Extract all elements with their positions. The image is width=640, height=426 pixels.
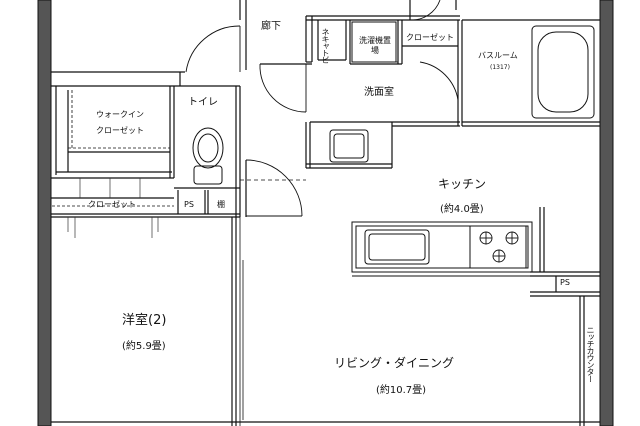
room-label-walk-in-2: クローゼット (96, 126, 144, 135)
room-label-closet-mid: クローゼット (88, 200, 136, 209)
room-label-neki-storage: ネキャトビ (321, 28, 330, 63)
room-label-western-room-size: (約5.9畳) (122, 341, 166, 352)
room-label-bathroom: バスルーム (478, 51, 518, 60)
toilet-fixture (192, 127, 224, 185)
room-label-kitchen: キッチン (438, 177, 487, 191)
room-label-washer-space: 洗濯機置場 (359, 36, 391, 55)
room-label-living-dining-size: (約10.7畳) (376, 385, 427, 396)
room-label-closet-top: クローゼット (406, 33, 454, 42)
door-swing-bath (419, 61, 459, 101)
room-label-niche-counter: ニッチカウンター (586, 326, 595, 382)
room-label-washroom: 洗面室 (364, 87, 394, 98)
kitchen-counter (351, 221, 533, 277)
door-swing-toilet (245, 159, 303, 217)
room-label-toilet: トイレ (188, 97, 218, 108)
stove-burners (479, 231, 519, 263)
door-swing-washroom (259, 63, 307, 113)
interior-walls (51, 0, 600, 426)
door-swing-top (409, 0, 441, 21)
room-label-walk-in-1: ウォークイン (96, 110, 144, 119)
room-label-bathroom-size: (1317) (490, 64, 510, 71)
room-label-ps-right: PS (560, 278, 570, 287)
sliding-doors (239, 217, 244, 426)
bathtub (531, 25, 595, 119)
room-label-ps-left: PS (184, 200, 194, 209)
room-label-hallway: 廊下 (261, 21, 281, 32)
room-label-shelf: 棚 (217, 200, 225, 209)
room-label-living-dining: リビング・ダイニング (334, 356, 455, 370)
closet-hatching (67, 178, 159, 238)
door-swing-entry (185, 25, 241, 73)
washer-area (351, 21, 397, 63)
room-label-kitchen-size: (約4.0畳) (440, 204, 484, 215)
room-label-western-room: 洋室(2) (122, 313, 167, 328)
exterior-walls (37, 0, 614, 426)
door-swings (185, 0, 459, 217)
washroom-sink (329, 129, 369, 163)
